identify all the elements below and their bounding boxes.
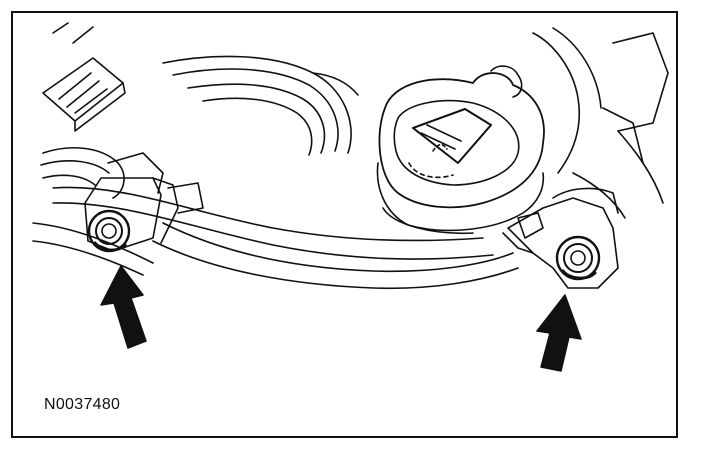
left-bolt-icon <box>87 209 131 253</box>
right-mount-bracket <box>502 187 619 289</box>
right-arrow-icon <box>536 294 582 372</box>
right-structure <box>532 27 669 219</box>
fluid-level-icon <box>408 108 492 179</box>
figure-id-label: N0037480 <box>44 396 121 413</box>
reservoir-cap <box>376 65 545 235</box>
diagram-frame: N0037480 <box>11 11 678 438</box>
line-drawing <box>32 22 669 372</box>
left-upper-bracket <box>42 22 126 132</box>
crossmember-tube <box>32 186 519 290</box>
left-wiring <box>40 147 164 199</box>
left-mount-bracket <box>84 177 204 252</box>
right-bolt-icon <box>555 235 601 281</box>
intake-duct <box>162 55 359 156</box>
left-arrow-icon <box>100 265 147 349</box>
